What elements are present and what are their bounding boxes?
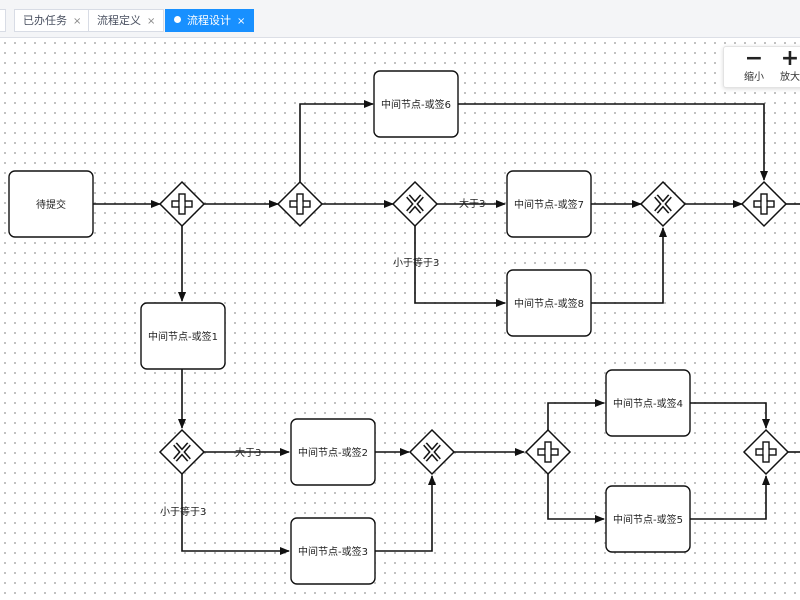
- zoom-out-label: 缩小: [744, 72, 764, 83]
- plus-icon: [753, 193, 775, 215]
- task-node-start[interactable]: [8, 170, 94, 238]
- edge-n6-g5[interactable]: [458, 103, 768, 181]
- task-node-n2[interactable]: [290, 418, 376, 486]
- task-node-n5[interactable]: [605, 485, 691, 553]
- task-node-n3[interactable]: [290, 517, 376, 585]
- edge-label-le3-bottom: 小于等于3: [160, 505, 206, 518]
- task-label-n7: 中间节点-或签7: [514, 198, 584, 211]
- plus-icon: [289, 193, 311, 215]
- tab-bar: 已办任务 × 流程定义 × 流程设计 ×: [0, 0, 800, 38]
- edge-n3-g7[interactable]: [374, 475, 436, 552]
- zoom-in-button[interactable]: + 放大: [772, 47, 800, 87]
- task-node-n4[interactable]: [605, 369, 691, 437]
- exclusive-gateway-g4[interactable]: [639, 180, 687, 228]
- task-label-n4: 中间节点-或签4: [613, 397, 683, 410]
- task-node-n1[interactable]: [140, 302, 226, 370]
- tab-process-design[interactable]: 流程设计 ×: [165, 9, 255, 32]
- edge-n4-g9[interactable]: [689, 402, 770, 429]
- parallel-gateway-g9[interactable]: [742, 428, 790, 476]
- exclusive-gateway-g6[interactable]: [158, 428, 206, 476]
- task-label-start: 待提交: [36, 198, 66, 211]
- parallel-gateway-g5[interactable]: [740, 180, 788, 228]
- edge-g3-n8[interactable]: [414, 226, 506, 307]
- process-diagram: 待提交 中间节点-或签6 中间节点-或签7 中间节点-或签8 中间节点-或签1 …: [8, 70, 800, 585]
- task-node-n7[interactable]: [506, 170, 592, 238]
- task-node-n6[interactable]: [373, 70, 459, 138]
- tab-close-icon[interactable]: ×: [147, 16, 156, 27]
- task-label-n3: 中间节点-或签3: [298, 545, 368, 558]
- parallel-gateway-g8[interactable]: [524, 428, 572, 476]
- tab-partial[interactable]: [0, 9, 6, 32]
- plus-icon: [755, 441, 777, 463]
- edge-label-gt3-top: 大于3: [459, 197, 485, 210]
- edge-g2-n6[interactable]: [299, 100, 374, 182]
- x-icon: [423, 442, 441, 462]
- x-icon: [654, 194, 672, 214]
- edge-n5-g9[interactable]: [689, 475, 770, 520]
- edge-g8-n4[interactable]: [547, 399, 605, 430]
- x-icon: [173, 442, 191, 462]
- task-label-n1: 中间节点-或签1: [148, 330, 218, 343]
- tab-close-icon[interactable]: ×: [73, 16, 82, 27]
- tab-label: 流程设计: [187, 14, 231, 27]
- edge-label-le3-top: 小于等于3: [393, 256, 439, 269]
- edge-g6-n3[interactable]: [181, 474, 290, 555]
- tab-label: 已办任务: [23, 14, 67, 27]
- parallel-gateway-g1[interactable]: [158, 180, 206, 228]
- task-label-n5: 中间节点-或签5: [613, 513, 683, 526]
- tab-done-tasks[interactable]: 已办任务 ×: [14, 9, 91, 32]
- exclusive-gateway-g3[interactable]: [391, 180, 439, 228]
- parallel-gateway-g2[interactable]: [276, 180, 324, 228]
- plus-icon: [537, 441, 559, 463]
- tab-close-icon[interactable]: ×: [237, 16, 246, 27]
- exclusive-gateway-g7[interactable]: [408, 428, 456, 476]
- x-icon: [406, 194, 424, 214]
- task-label-n6: 中间节点-或签6: [381, 98, 451, 111]
- zoom-in-label: 放大: [780, 72, 800, 83]
- tab-process-definition[interactable]: 流程定义 ×: [88, 9, 165, 32]
- zoom-controls: − 缩小 + 放大: [723, 46, 800, 88]
- active-dot-icon: [174, 16, 181, 23]
- diagram-canvas[interactable]: 待提交 中间节点-或签6 中间节点-或签7 中间节点-或签8 中间节点-或签1 …: [0, 38, 800, 600]
- edge-n8-g4[interactable]: [591, 227, 667, 304]
- plus-icon: +: [780, 46, 800, 71]
- tab-label: 流程定义: [97, 14, 141, 27]
- edge-label-gt3-bottom: 大于3: [235, 446, 261, 459]
- edge-g8-n5[interactable]: [547, 474, 605, 523]
- zoom-out-button[interactable]: − 缩小: [736, 47, 772, 87]
- task-label-n2: 中间节点-或签2: [298, 446, 368, 459]
- plus-icon: [171, 193, 193, 215]
- task-label-n8: 中间节点-或签8: [514, 297, 584, 310]
- minus-icon: −: [744, 46, 764, 71]
- task-node-n8[interactable]: [506, 269, 592, 337]
